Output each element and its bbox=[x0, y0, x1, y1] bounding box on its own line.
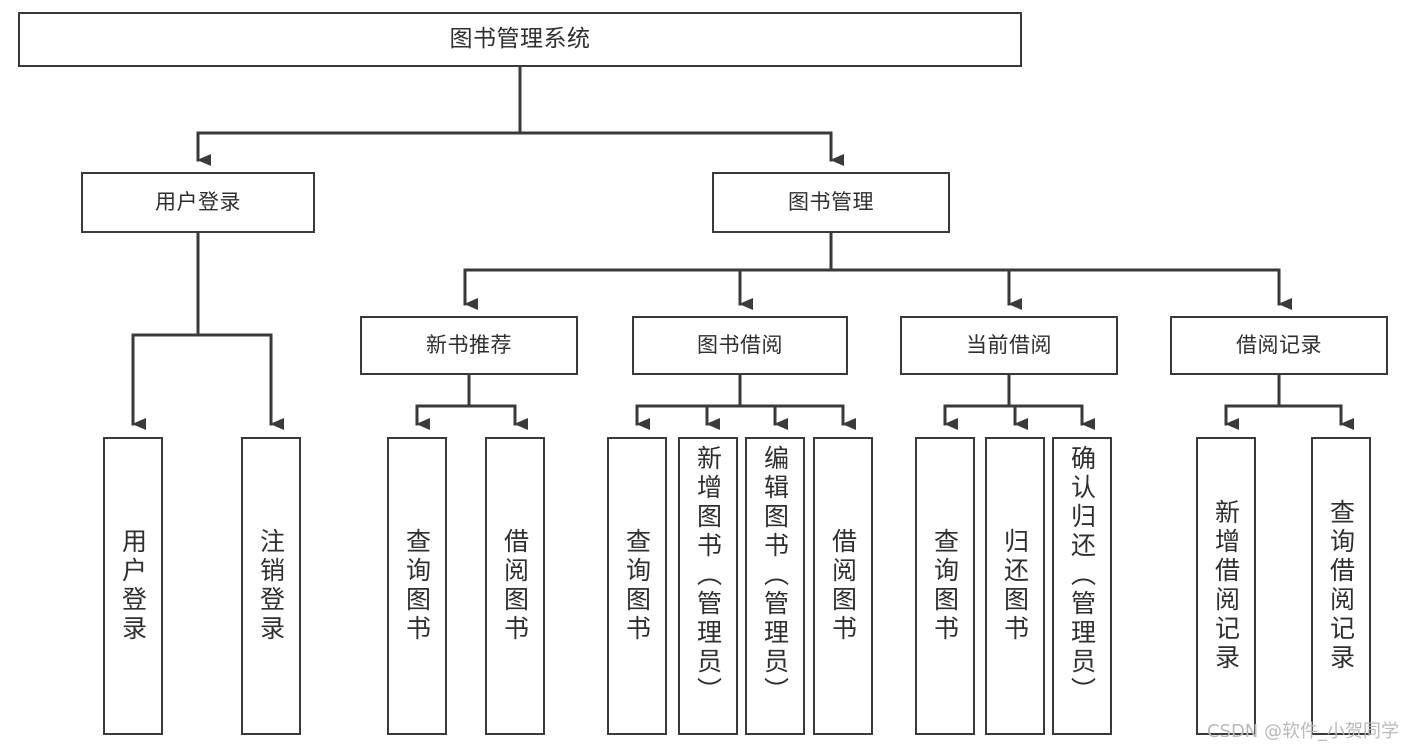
watermark-text: CSDN @软件_小贺同学 bbox=[1206, 721, 1399, 742]
node-label: 借阅图书 bbox=[500, 528, 530, 644]
leaf-user-login[interactable]: 用户登录 bbox=[103, 437, 163, 735]
node-label: 用户登录 bbox=[118, 528, 148, 644]
node-label: 新增图书（管理员） bbox=[693, 445, 723, 706]
node-root-system[interactable]: 图书管理系统 bbox=[18, 12, 1022, 67]
leaf-query-borrow-record[interactable]: 查询借阅记录 bbox=[1311, 437, 1371, 735]
node-label: 编辑图书（管理员） bbox=[760, 445, 790, 706]
leaf-return-book[interactable]: 归还图书 bbox=[985, 437, 1045, 735]
leaf-borrow-book[interactable]: 借阅图书 bbox=[813, 437, 873, 735]
leaf-user-logout[interactable]: 注销登录 bbox=[241, 437, 301, 735]
leaf-query-book-borrow[interactable]: 查询图书 bbox=[607, 437, 667, 735]
node-label: 当前借阅 bbox=[966, 333, 1052, 358]
leaf-add-book-admin[interactable]: 新增图书（管理员） bbox=[678, 437, 738, 735]
leaf-confirm-return-admin[interactable]: 确认归还（管理员） bbox=[1052, 437, 1112, 735]
node-label: 查询图书 bbox=[402, 528, 432, 644]
node-current-borrow[interactable]: 当前借阅 bbox=[900, 316, 1118, 375]
leaf-add-borrow-record[interactable]: 新增借阅记录 bbox=[1196, 437, 1256, 735]
node-label: 用户登录 bbox=[155, 190, 241, 215]
leaf-borrow-book-recommend[interactable]: 借阅图书 bbox=[485, 437, 545, 735]
node-label: 图书管理 bbox=[788, 190, 874, 215]
node-book-management[interactable]: 图书管理 bbox=[712, 172, 950, 233]
node-user-login[interactable]: 用户登录 bbox=[81, 172, 315, 233]
node-label: 注销登录 bbox=[256, 528, 286, 644]
leaf-edit-book-admin[interactable]: 编辑图书（管理员） bbox=[745, 437, 805, 735]
node-label: 借阅图书 bbox=[828, 528, 858, 644]
node-borrow-record[interactable]: 借阅记录 bbox=[1170, 316, 1388, 375]
node-label: 查询图书 bbox=[622, 528, 652, 644]
leaf-query-book-recommend[interactable]: 查询图书 bbox=[387, 437, 447, 735]
node-label: 新书推荐 bbox=[426, 333, 512, 358]
node-book-borrow[interactable]: 图书借阅 bbox=[632, 316, 848, 375]
node-label: 图书管理系统 bbox=[449, 26, 591, 53]
node-new-book-recommend[interactable]: 新书推荐 bbox=[360, 316, 578, 375]
node-label: 查询图书 bbox=[930, 528, 960, 644]
leaf-query-book-current[interactable]: 查询图书 bbox=[915, 437, 975, 735]
node-label: 归还图书 bbox=[1000, 528, 1030, 644]
node-label: 借阅记录 bbox=[1236, 333, 1322, 358]
node-label: 新增借阅记录 bbox=[1211, 499, 1241, 673]
node-label: 图书借阅 bbox=[697, 333, 783, 358]
node-label: 确认归还（管理员） bbox=[1067, 445, 1097, 706]
node-label: 查询借阅记录 bbox=[1326, 499, 1356, 673]
